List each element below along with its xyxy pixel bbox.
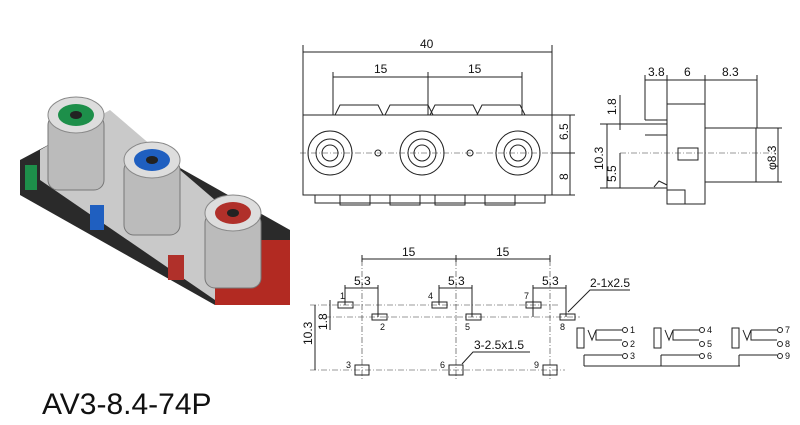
pin-label: 8 [560,322,565,332]
pin-label: 7 [524,291,529,301]
model-number: AV3-8.4-74P [42,388,212,421]
product-photo [20,96,290,305]
fp-offset-2: 5.3 [448,274,465,288]
dim-pitch-1: 15 [374,62,388,76]
pin-label: 1 [340,291,345,301]
dim-pitch-2: 15 [468,62,482,76]
dim-pin-gap: 1.8 [605,98,619,115]
footprint: 15 15 5.3 5.3 5.3 10.3 1.8 2-1x2.5 3-2.5… [301,245,630,380]
schematic: 1 2 3 4 5 6 7 8 9 [576,325,790,367]
fp-offset-3: 5.3 [542,274,559,288]
dim-diameter: φ8.3 [765,145,779,170]
green-rca-jack [47,96,105,191]
red-rca-jack [204,194,262,289]
pin-label: 6 [440,360,445,370]
pin-label: 5 [465,322,470,332]
fp-pitch-2: 15 [496,245,510,259]
pin-label: 3 [346,360,351,370]
schematic-pin-label: 6 [707,351,712,361]
schematic-pin-label: 9 [785,351,790,361]
fp-pad-large: 3-2.5x1.5 [474,338,524,352]
blue-rca-jack [123,141,181,236]
schematic-pin-label: 7 [785,325,790,335]
dim-lower: 8 [557,173,571,180]
dim-depth-3: 8.3 [722,65,739,79]
pin-label: 4 [428,291,433,301]
pin-label: 9 [534,360,539,370]
fp-height: 10.3 [301,321,315,345]
fp-offset-1: 5.3 [354,274,371,288]
schematic-pin-label: 8 [785,339,790,349]
dim-width: 40 [420,37,434,51]
dim-height: 10.3 [592,146,606,170]
schematic-pin-label: 5 [707,339,712,349]
fp-pitch-1: 15 [402,245,416,259]
pin-label: 2 [380,322,385,332]
side-view: 3.8 6 8.3 1.8 10.3 5.5 φ8.3 [592,65,782,205]
schematic-pin-label: 3 [630,351,635,361]
dim-depth-1: 3.8 [648,65,665,79]
dim-upper: 6.5 [557,123,571,140]
fp-pad-small: 2-1x2.5 [590,276,630,290]
dim-center: 5.5 [605,165,619,182]
schematic-pin-label: 2 [630,339,635,349]
dim-depth-2: 6 [684,65,691,79]
schematic-pin-label: 1 [630,325,635,335]
fp-pin-gap: 1.8 [316,313,330,330]
schematic-pin-label: 4 [707,325,712,335]
front-view: 40 15 15 6.5 8 [300,37,575,206]
